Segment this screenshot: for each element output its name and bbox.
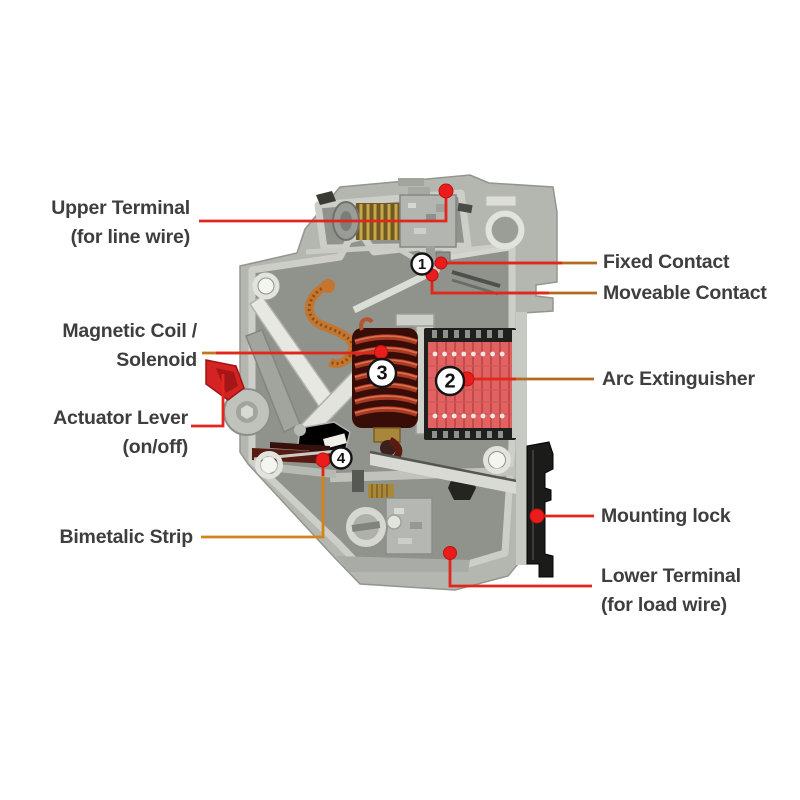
marker-circle-3 (366, 357, 398, 389)
leader-bimetalic-strip (201, 460, 325, 539)
lower-terminal-dot (443, 546, 457, 560)
marker-number-3: 3 (376, 363, 387, 385)
marker-number-4: 4 (337, 450, 346, 467)
mounting-holes (252, 210, 525, 479)
marker-circle-1 (410, 252, 434, 276)
din-rail-mounting-lock (516, 312, 554, 578)
marker-number-2: 2 (444, 371, 455, 393)
leader-lower-terminal (448, 553, 592, 588)
actuator-lever (205, 359, 245, 401)
fixed-contact-dot (434, 256, 448, 270)
bimetalic-strip-dot (315, 452, 331, 468)
marker-circle-2 (434, 365, 466, 397)
annotation-layer: 1 2 3 4 (191, 183, 597, 588)
leader-actuator-lever (191, 374, 225, 428)
mounting-lock-dot (529, 508, 545, 524)
marker-number-1: 1 (418, 256, 426, 273)
lower-terminal-assembly (336, 450, 543, 572)
marker-circle-4 (329, 446, 353, 470)
copper-braid (304, 279, 358, 369)
magnetic-coil-dot (374, 345, 388, 359)
leader-upper-terminal (199, 193, 448, 223)
upper-terminal-dot (438, 183, 454, 199)
